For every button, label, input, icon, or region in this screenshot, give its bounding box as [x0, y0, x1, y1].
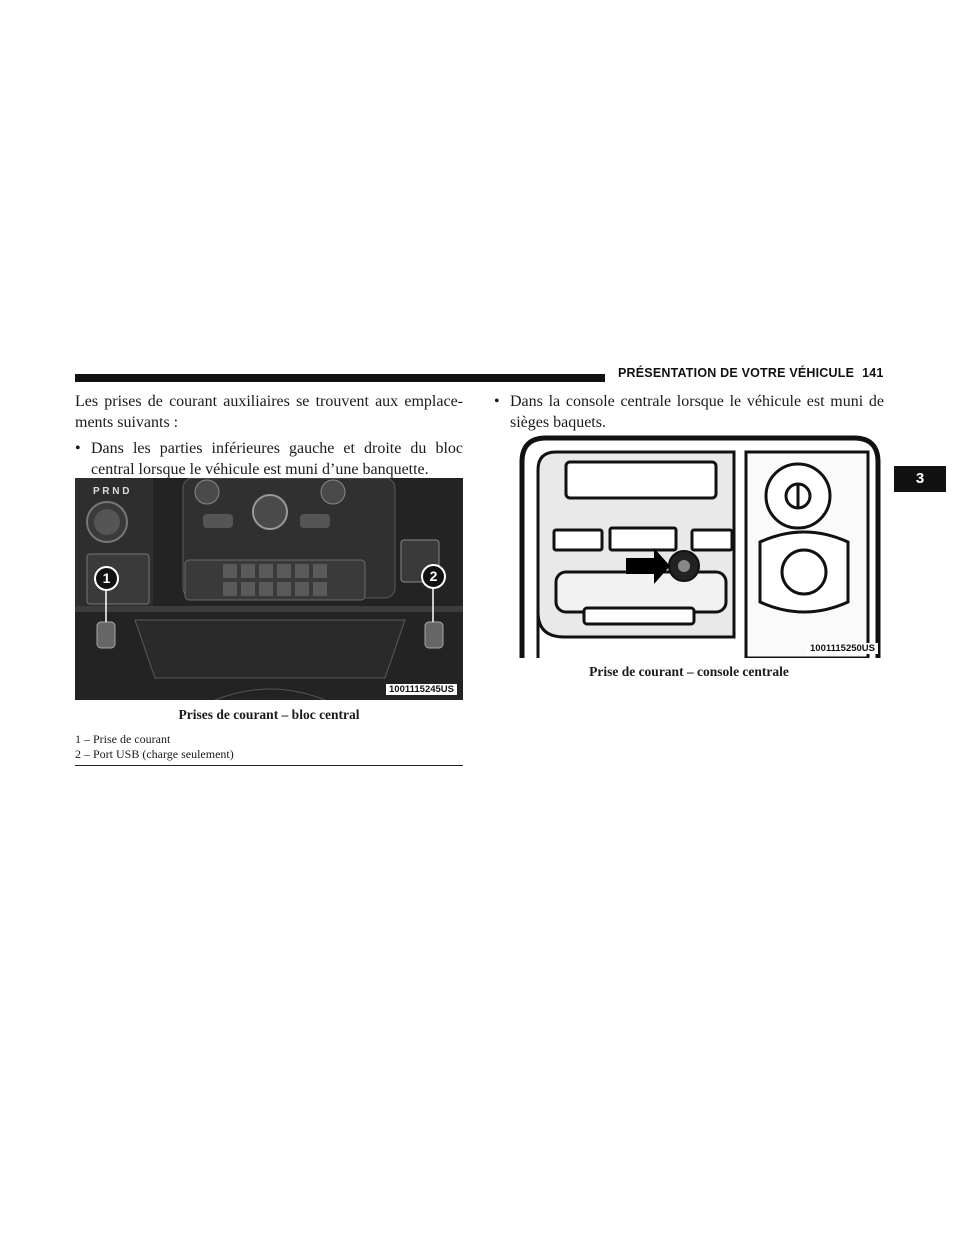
center-console-illustration [494, 432, 884, 658]
chapter-tab[interactable]: 3 [894, 466, 946, 492]
section-title: PRÉSENTATION DE VOTRE VÉHICULE [618, 366, 855, 380]
left-column: Les prises de courant auxiliaires se tro… [75, 392, 463, 480]
figure-code: 1001115245US [386, 684, 457, 695]
figure-center-stack: P R N D 1 2 10 [75, 478, 463, 700]
legend-item-1: 1 – Prise de courant [75, 732, 171, 746]
figure-2-caption: Prise de courant – console centrale [589, 664, 789, 679]
header-rule [75, 374, 605, 382]
bullet-text: Dans les parties inférieures gauche et d… [91, 440, 463, 478]
intro-paragraph: Les prises de courant auxiliaires se tro… [75, 393, 463, 431]
bullet-item-bench-seat: • Dans les parties inférieures gauche et… [75, 439, 463, 480]
legend-item-2: 2 – Port USB (charge seulement) [75, 747, 234, 761]
callout-1: 1 [94, 566, 119, 591]
bullet-icon: • [494, 393, 500, 410]
figure-1-caption: Prises de courant – bloc central [178, 707, 360, 722]
figure-center-console: 1001115250US [494, 432, 884, 658]
legend-rule [75, 765, 463, 766]
center-stack-illustration: P R N D [75, 478, 463, 700]
gear-label: P R N D [93, 486, 130, 497]
figure-code: 1001115250US [807, 643, 878, 654]
right-column: • Dans la console centrale lorsque le vé… [494, 392, 884, 433]
bullet-icon: • [75, 440, 81, 457]
bullet-text: Dans la console centrale lorsque le véhi… [510, 393, 884, 431]
bullet-item-bucket-seats: • Dans la console centrale lorsque le vé… [494, 392, 884, 433]
callout-2: 2 [421, 564, 446, 589]
page-number: 141 [862, 366, 884, 380]
figure-1-legend: 1 – Prise de courant 2 – Port USB (charg… [75, 732, 463, 762]
running-header: PRÉSENTATION DE VOTRE VÉHICULE 141 [618, 366, 883, 380]
